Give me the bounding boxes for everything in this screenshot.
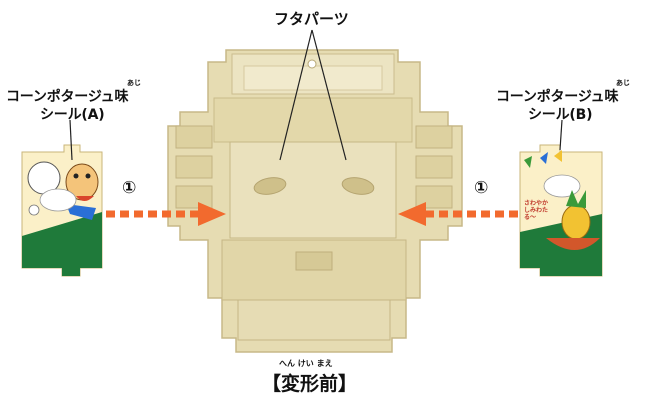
sticker-a-cutout xyxy=(39,188,77,212)
sticker-b-furigana: あじ xyxy=(616,79,630,87)
sticker-b-speech: さわやか しみわたる〜 xyxy=(524,200,549,221)
sticker-b-deco-green xyxy=(524,156,532,168)
transformer-body xyxy=(167,49,463,353)
face-upper-band xyxy=(213,97,413,143)
lower-notch xyxy=(295,251,333,271)
base-block xyxy=(237,299,391,341)
step-marker-left: ① xyxy=(122,178,137,198)
arrow-left-head xyxy=(198,202,226,226)
caption-title: 【変形前】 xyxy=(262,373,358,395)
right-rib-1 xyxy=(415,125,453,149)
sticker-b-leaves xyxy=(566,190,586,208)
sticker-b-subtitle: シール(B) xyxy=(528,107,593,123)
sticker-b-leader xyxy=(559,119,563,151)
sticker-a-furigana: あじ xyxy=(127,79,141,87)
lid-leader-right xyxy=(311,29,347,161)
sticker-a-subtitle: シール(A) xyxy=(40,107,105,123)
arrow-right xyxy=(398,202,518,226)
lid-part-label: フタパーツ xyxy=(274,10,349,28)
left-eye xyxy=(253,177,287,195)
sticker-b-bowl xyxy=(546,238,600,250)
sticker-a-eye-left xyxy=(73,173,79,179)
sticker-a-title: コーンポタージュ味 xyxy=(6,89,129,105)
sticker-a-scarf xyxy=(66,204,96,220)
lid-hole xyxy=(307,59,317,69)
arrow-left xyxy=(106,202,226,226)
sticker-a-green xyxy=(22,212,102,276)
sticker-b-title: コーンポタージュ味 xyxy=(496,89,619,105)
sticker-b-cutout xyxy=(543,174,581,198)
step-marker-right: ① xyxy=(474,178,489,198)
arrow-right-head xyxy=(398,202,426,226)
left-rib-1 xyxy=(175,125,213,149)
sticker-a-accent xyxy=(28,204,40,216)
sticker-a-leader xyxy=(69,119,73,161)
sticker-a-eye-right xyxy=(85,173,91,179)
right-eye xyxy=(341,177,375,195)
left-rib-2 xyxy=(175,155,213,179)
lid-top-inner xyxy=(243,65,383,91)
lid-leader-left xyxy=(279,29,313,161)
left-rib-3 xyxy=(175,185,213,209)
sticker-b-deco-blue xyxy=(540,152,548,164)
sticker-b-deco-yellow xyxy=(554,150,562,162)
sticker-a xyxy=(21,144,103,277)
sticker-b-pineapple xyxy=(561,204,591,240)
sticker-a-mouth xyxy=(76,196,94,201)
sticker-b xyxy=(519,144,603,277)
caption-furigana: へん けい まえ xyxy=(279,359,333,368)
right-rib-2 xyxy=(415,155,453,179)
